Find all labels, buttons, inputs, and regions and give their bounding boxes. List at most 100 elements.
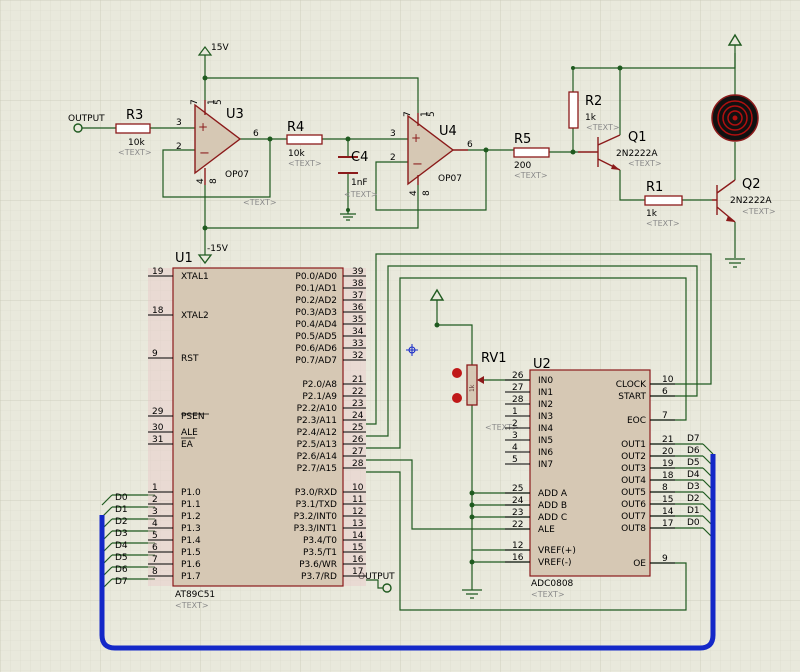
svg-text:+: + bbox=[411, 131, 421, 145]
resistor-r2[interactable]: R2 1k <TEXT> bbox=[568, 91, 620, 132]
capacitor-c4[interactable]: C4 1nF <TEXT> bbox=[338, 150, 378, 199]
vcc-arrow-motor[interactable] bbox=[727, 33, 743, 53]
resistor-r3[interactable]: R3 10k <TEXT> bbox=[115, 108, 152, 157]
ground-rv1[interactable] bbox=[462, 589, 482, 599]
u1-pin-14-number: 14 bbox=[352, 531, 364, 541]
u1-pin-28-number: 28 bbox=[352, 459, 364, 469]
r3-text-placeholder: <TEXT> bbox=[118, 148, 152, 157]
bus-label-u2-d7: D7 bbox=[687, 434, 700, 444]
bus-label-u1-d0: D0 bbox=[115, 493, 128, 503]
ground-c4[interactable] bbox=[340, 210, 356, 221]
data-bus[interactable] bbox=[99, 454, 716, 651]
u2-pin-4-number: 4 bbox=[512, 443, 518, 453]
q1-ref: Q1 bbox=[628, 130, 647, 145]
u4-pin-out: 6 bbox=[467, 140, 473, 150]
u1-pin-24-number: 24 bbox=[352, 411, 364, 421]
u2-pin-10-number: 10 bbox=[662, 375, 674, 385]
u1-pin-29-number: 29 bbox=[152, 407, 164, 417]
output-terminal-in[interactable]: OUTPUT bbox=[68, 114, 105, 133]
u1-pin-15-number: 15 bbox=[352, 543, 363, 553]
u2-pin-6-number: 6 bbox=[662, 387, 668, 397]
u2-pin-start-label: START bbox=[618, 392, 646, 402]
junctions bbox=[202, 65, 623, 565]
bus-label-u2-d2: D2 bbox=[687, 494, 700, 504]
u1-pin-p1-5-label: P1.5 bbox=[181, 548, 201, 558]
u3-type: OP07 bbox=[225, 170, 249, 180]
u1-pin-p2-5-a13-label: P2.5/A13 bbox=[297, 440, 337, 450]
vcc-arrow-rv1[interactable] bbox=[429, 288, 445, 301]
u1-right-pins: 39P0.0/AD038P0.1/AD137P0.2/AD236P0.3/AD3… bbox=[294, 267, 366, 582]
svg-text:−: − bbox=[199, 146, 210, 161]
u3-pin-in-plus: 3 bbox=[176, 118, 182, 128]
u1-pin-2-number: 2 bbox=[152, 495, 158, 505]
u3-ref: U3 bbox=[226, 107, 244, 122]
u2-pin-eoc-label: EOC bbox=[627, 416, 646, 426]
u1-pin-p0-7-ad7-label: P0.7/AD7 bbox=[295, 356, 337, 366]
resistor-r4[interactable]: R4 10k <TEXT> bbox=[286, 120, 323, 168]
bus-label-u1-d6: D6 bbox=[115, 565, 128, 575]
u1-pin-p2-2-a10-label: P2.2/A10 bbox=[297, 404, 338, 414]
u1-pin-p2-4-a12-label: P2.4/A12 bbox=[297, 428, 337, 438]
resistor-r5[interactable]: R5 200 <TEXT> bbox=[513, 132, 550, 180]
u1-pin-39-number: 39 bbox=[352, 267, 364, 277]
u2-type: ADC0808 bbox=[531, 579, 574, 589]
u1-pin-p3-2-int0-label: P3.2/INT0 bbox=[294, 512, 338, 522]
bus-label-u1-d2: D2 bbox=[115, 517, 128, 527]
u1-pin-p3-0-rxd-label: P3.0/RXD bbox=[295, 488, 337, 498]
r1-value: 1k bbox=[646, 209, 658, 219]
u2-pin-25-number: 25 bbox=[512, 484, 523, 494]
u2-pin-out2-label: OUT2 bbox=[621, 452, 646, 462]
vpos-supply[interactable]: 15V bbox=[197, 43, 229, 56]
u1-pin-p1-0-label: P1.0 bbox=[181, 488, 201, 498]
wires bbox=[82, 53, 736, 611]
u2-pin-16-number: 16 bbox=[512, 553, 524, 563]
u2-pin-in5-label: IN5 bbox=[538, 436, 553, 446]
r5-text-placeholder: <TEXT> bbox=[514, 171, 548, 180]
c4-text-placeholder: <TEXT> bbox=[344, 190, 378, 199]
resistor-r1[interactable]: R1 1k <TEXT> bbox=[644, 180, 683, 228]
rv1-text-placeholder: <TEXT> bbox=[485, 423, 519, 432]
r5-ref: R5 bbox=[514, 132, 531, 147]
u2-pin-in3-label: IN3 bbox=[538, 412, 553, 422]
bus-label-u1-d5: D5 bbox=[115, 553, 128, 563]
u2-pin-in6-label: IN6 bbox=[538, 448, 553, 458]
q1-type: 2N2222A bbox=[616, 149, 658, 159]
transistor-q2[interactable]: Q2 2N2222A <TEXT> bbox=[712, 177, 776, 223]
u3-pin-in-minus: 2 bbox=[176, 142, 182, 152]
u2-pin-clock-label: CLOCK bbox=[616, 380, 647, 390]
u1-pin-35-number: 35 bbox=[352, 315, 363, 325]
u1-pin-p1-2-label: P1.2 bbox=[181, 512, 201, 522]
opamp-u4[interactable]: + − 3 2 6 7 4 1 5 8 U4 OP07 bbox=[390, 111, 473, 196]
motor[interactable] bbox=[711, 94, 759, 142]
u4-pin-vneg: 4 bbox=[409, 190, 419, 196]
u2-pin-8-number: 8 bbox=[662, 483, 668, 493]
u2-pin-20-number: 20 bbox=[662, 447, 674, 457]
c4-value: 1nF bbox=[351, 178, 368, 188]
u1-type: AT89C51 bbox=[175, 590, 215, 600]
u1-pin-p1-1-label: P1.1 bbox=[181, 500, 201, 510]
q2-text-placeholder: <TEXT> bbox=[742, 207, 776, 216]
u2-pin-27-number: 27 bbox=[512, 383, 523, 393]
r3-ref: R3 bbox=[126, 108, 143, 123]
vneg-supply[interactable]: -15V bbox=[197, 244, 229, 265]
r5-value: 200 bbox=[514, 161, 531, 171]
potentiometer-rv1[interactable]: RV1 1k <TEXT> bbox=[452, 351, 519, 432]
bus-label-u2-d6: D6 bbox=[687, 446, 700, 456]
u3-pin-offset-a: 1 bbox=[207, 99, 217, 105]
ground-q2[interactable] bbox=[725, 258, 745, 268]
transistor-q1[interactable]: Q1 2N2222A <TEXT> bbox=[578, 130, 662, 172]
opamp-u3[interactable]: + − 3 2 6 7 4 1 5 8 U3 OP07 <TEXT> bbox=[176, 99, 277, 207]
u1-pin-p0-3-ad3-label: P0.3/AD3 bbox=[295, 308, 337, 318]
u1-pin-34-number: 34 bbox=[352, 327, 364, 337]
output-terminal-out[interactable]: OUTPUT bbox=[358, 572, 395, 593]
u1-pin-6-number: 6 bbox=[152, 543, 158, 553]
u1-pin-38-number: 38 bbox=[352, 279, 364, 289]
q2-ref: Q2 bbox=[742, 177, 761, 192]
u2-right-pins: 10CLOCK6START7EOC21OUT120OUT219OUT318OUT… bbox=[616, 375, 675, 569]
u2-pin-out4-label: OUT4 bbox=[621, 476, 646, 486]
